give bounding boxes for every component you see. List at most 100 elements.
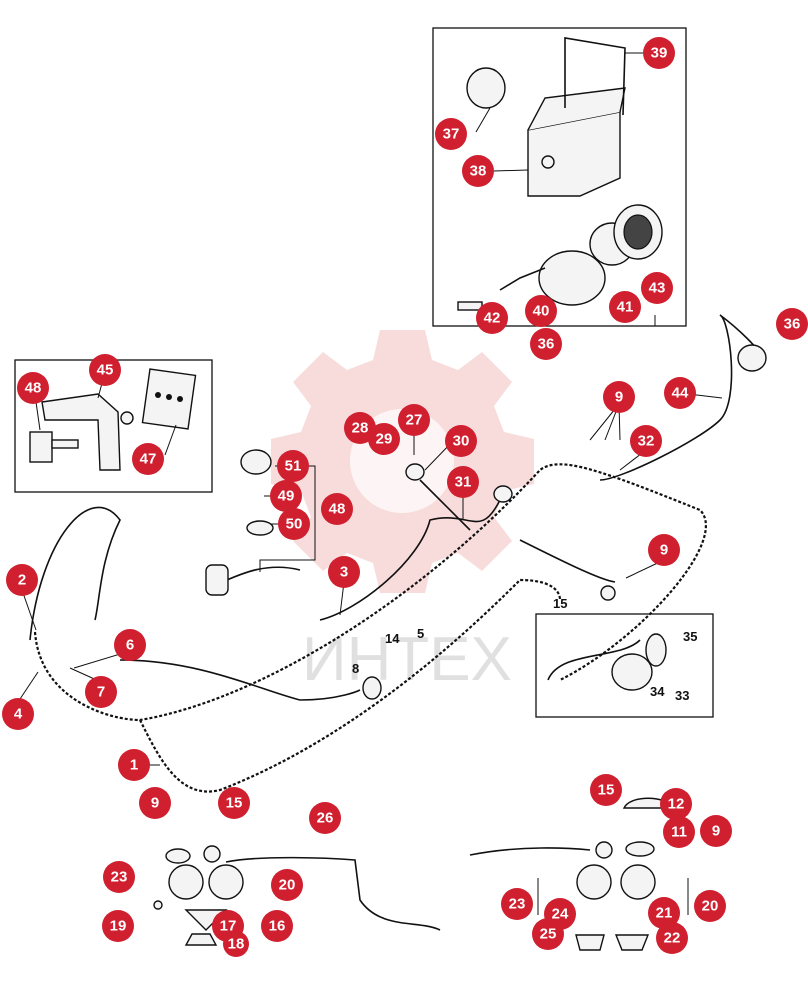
- callout-25: 25: [532, 918, 564, 950]
- svg-text:23: 23: [111, 869, 128, 886]
- callout-29: 29: [368, 423, 400, 455]
- label-14: 14: [385, 631, 400, 646]
- svg-text:41: 41: [617, 299, 634, 316]
- svg-text:9: 9: [712, 823, 720, 840]
- watermark: ИНТЕХ: [271, 330, 534, 694]
- callout-11: 11: [663, 816, 695, 848]
- svg-text:25: 25: [540, 926, 557, 943]
- label-5: 5: [417, 626, 424, 641]
- svg-text:31: 31: [455, 474, 472, 491]
- svg-text:16: 16: [269, 918, 286, 935]
- callout-20-left: 20: [271, 869, 303, 901]
- callout-22: 22: [656, 922, 688, 954]
- callout-21: 21: [648, 897, 680, 929]
- callout-44: 44: [664, 377, 696, 409]
- svg-text:48: 48: [25, 380, 42, 397]
- svg-text:44: 44: [672, 385, 689, 402]
- svg-text:48: 48: [329, 501, 346, 518]
- svg-text:19: 19: [110, 918, 127, 935]
- callout-23-left: 23: [103, 861, 135, 893]
- callout-48-inset: 48: [17, 372, 49, 404]
- callout-45: 45: [89, 354, 121, 386]
- callouts: 1 2 3 4 6 7 9 9 9 15 15 20 20 21 22 23 2…: [2, 37, 808, 957]
- svg-text:23: 23: [509, 896, 526, 913]
- label-33: 33: [675, 688, 689, 703]
- svg-text:43: 43: [649, 280, 666, 297]
- switch-assembly-inset: [14, 359, 213, 493]
- svg-text:49: 49: [278, 488, 295, 505]
- svg-text:2: 2: [18, 572, 26, 589]
- callout-7: 7: [85, 676, 117, 708]
- callout-16: 16: [261, 910, 293, 942]
- callout-28: 28: [344, 412, 376, 444]
- callout-31: 31: [447, 466, 479, 498]
- svg-text:28: 28: [352, 420, 369, 437]
- svg-text:36: 36: [784, 316, 801, 333]
- callout-32: 32: [630, 425, 662, 457]
- callout-37: 37: [435, 118, 467, 150]
- lamp-assembly-inset: [432, 27, 687, 327]
- callout-1: 1: [118, 749, 150, 781]
- svg-text:50: 50: [286, 516, 303, 533]
- callout-48-main: 48: [321, 493, 353, 525]
- callout-9-bottom: 9: [139, 787, 171, 819]
- callout-23-right: 23: [501, 888, 533, 920]
- callout-49: 49: [270, 480, 302, 512]
- callout-26: 26: [309, 802, 341, 834]
- label-8: 8: [352, 661, 359, 676]
- svg-text:15: 15: [226, 795, 243, 812]
- svg-text:11: 11: [671, 824, 687, 841]
- bottom-right-lamp-group: [469, 797, 689, 951]
- svg-text:37: 37: [443, 126, 460, 143]
- svg-text:9: 9: [660, 542, 668, 559]
- callout-40: 40: [525, 295, 557, 327]
- callout-51: 51: [277, 450, 309, 482]
- svg-text:4: 4: [14, 706, 23, 723]
- svg-text:22: 22: [664, 930, 681, 947]
- callout-39: 39: [643, 37, 675, 69]
- bottom-left-lamp-group: [153, 845, 441, 946]
- svg-text:47: 47: [140, 451, 157, 468]
- svg-text:6: 6: [126, 637, 134, 654]
- lamp-detail-inset: [535, 613, 714, 718]
- svg-text:51: 51: [285, 458, 302, 475]
- svg-text:30: 30: [453, 433, 470, 450]
- svg-text:21: 21: [656, 905, 673, 922]
- callout-36-inset: 36: [530, 328, 562, 360]
- callout-36-right: 36: [776, 308, 808, 340]
- callout-4: 4: [2, 698, 34, 730]
- callout-6: 6: [114, 629, 146, 661]
- svg-text:42: 42: [484, 310, 501, 327]
- svg-text:15: 15: [598, 782, 615, 799]
- callout-19: 19: [102, 910, 134, 942]
- callout-15-left: 15: [218, 787, 250, 819]
- callout-3: 3: [328, 556, 360, 588]
- callout-50: 50: [278, 508, 310, 540]
- callout-27: 27: [398, 404, 430, 436]
- svg-text:18: 18: [228, 936, 245, 953]
- svg-text:26: 26: [317, 810, 334, 827]
- callout-2: 2: [6, 564, 38, 596]
- main-wiring-harness: [29, 314, 767, 793]
- callout-30: 30: [445, 425, 477, 457]
- callout-38: 38: [462, 155, 494, 187]
- callout-9-right: 9: [648, 534, 680, 566]
- svg-text:38: 38: [470, 163, 487, 180]
- svg-text:32: 32: [638, 433, 655, 450]
- svg-text:39: 39: [651, 45, 668, 62]
- callout-43: 43: [641, 272, 673, 304]
- label-35: 35: [683, 629, 697, 644]
- svg-text:20: 20: [702, 898, 719, 915]
- callout-9-lower-right: 9: [700, 815, 732, 847]
- callout-12: 12: [660, 788, 692, 820]
- svg-text:12: 12: [668, 796, 685, 813]
- svg-text:9: 9: [151, 795, 159, 812]
- svg-text:29: 29: [376, 431, 393, 448]
- plain-labels: 8 14 5 15 35 34 33: [352, 596, 697, 703]
- label-15: 15: [553, 596, 567, 611]
- svg-text:7: 7: [97, 684, 105, 701]
- svg-text:3: 3: [340, 564, 348, 581]
- svg-text:45: 45: [97, 362, 114, 379]
- svg-text:20: 20: [279, 877, 296, 894]
